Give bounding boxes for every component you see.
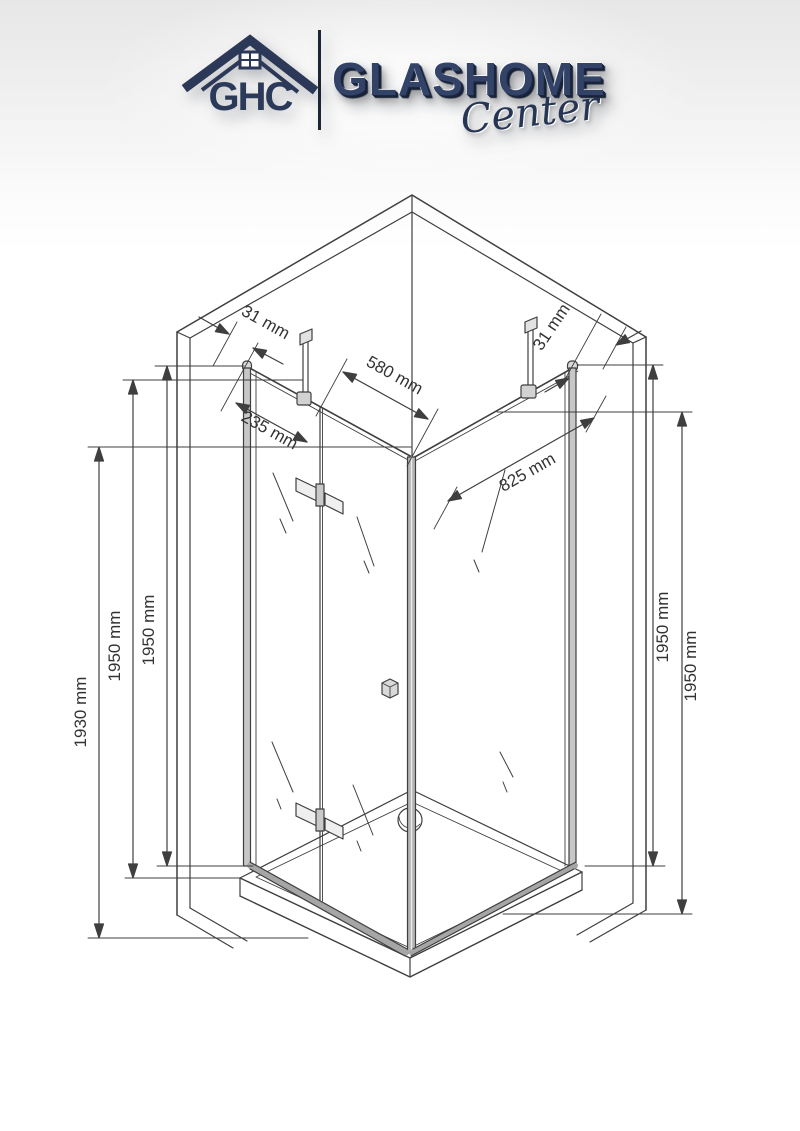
dim-31-right: [544, 330, 642, 393]
door-hinge-top: [295, 477, 344, 515]
roof-outline: [181, 34, 319, 95]
dim-31-left: [198, 316, 284, 365]
stabilizer-bar-right: [520, 316, 538, 399]
dim-825: [447, 417, 595, 502]
left-wall-profile: [242, 367, 252, 867]
glass-shine-marks: [271, 469, 514, 852]
dim-1950-right-outer: [676, 411, 688, 915]
house-icon: GHC: [181, 34, 319, 119]
dim-1950-right-inner: [647, 364, 659, 867]
dim-1930-left: [93, 446, 105, 939]
room-walls: [176, 194, 647, 949]
dim-235: [235, 402, 308, 443]
dim-1950-left-outer: [127, 379, 139, 879]
stabilizer-bar-left: [296, 328, 313, 406]
dim-1950-left-inner: [161, 365, 173, 867]
monogram-text: GHC: [209, 75, 293, 119]
brand-logo: GHC GLASHOME Center: [170, 18, 630, 158]
door-hinge-bottom: [295, 802, 344, 840]
logo-divider: [318, 30, 321, 130]
right-wall-profile: [568, 367, 577, 867]
extension-lines: [87, 313, 693, 939]
label-1950mm-right-inner: 1950 mm: [653, 592, 672, 663]
label-580mm: 580 mm: [363, 352, 426, 398]
label-1930mm: 1930 mm: [71, 677, 90, 748]
header-background: [0, 0, 800, 250]
door-knob: [381, 678, 399, 699]
label-31mm-left: 31 mm: [238, 301, 293, 343]
label-1950mm-left-outer: 1950 mm: [105, 611, 124, 682]
brand-wordmark: GLASHOME: [332, 53, 606, 105]
label-1950mm-right-outer: 1950 mm: [681, 631, 700, 702]
label-1950mm-left-inner: 1950 mm: [139, 595, 158, 666]
dim-580: [342, 371, 429, 420]
